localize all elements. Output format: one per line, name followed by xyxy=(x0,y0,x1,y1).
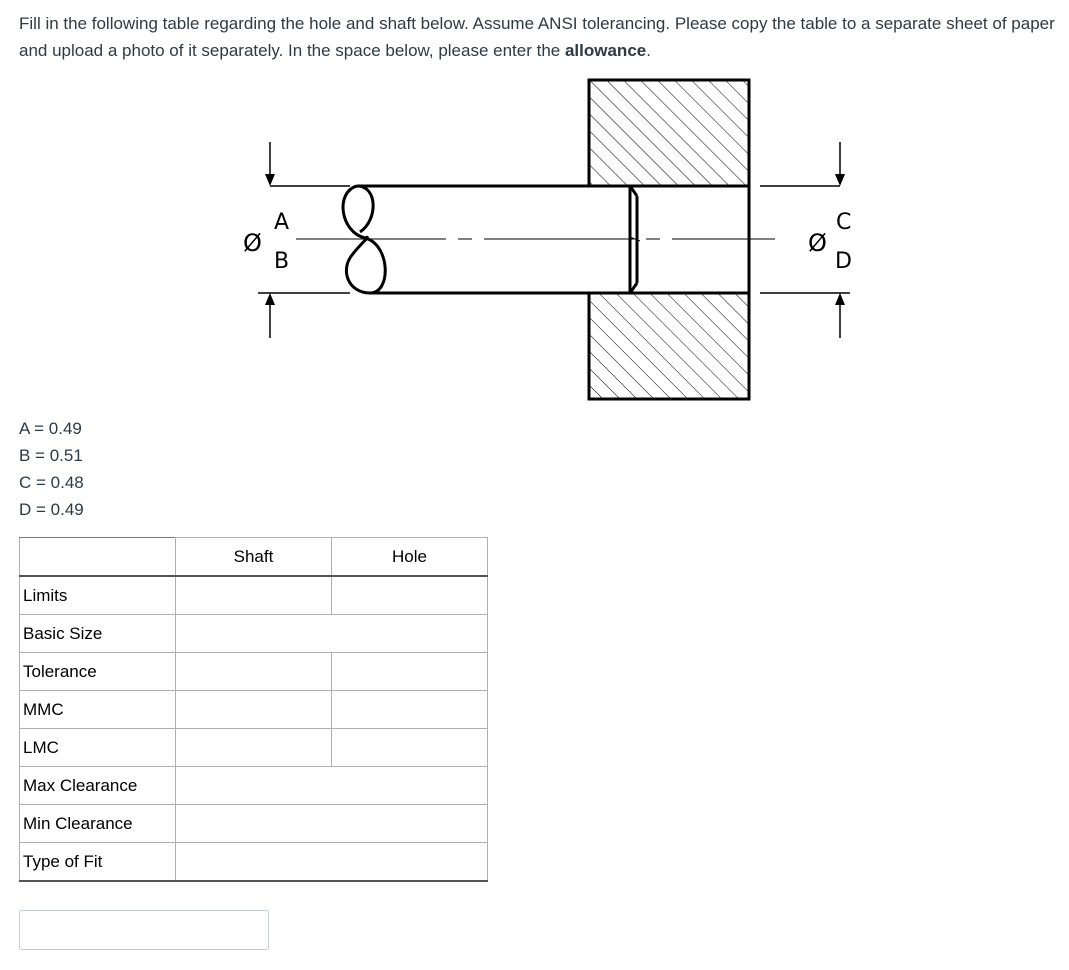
hole-block-top xyxy=(587,78,751,188)
hole-shaft-diagram: Ø A B Ø C D xyxy=(243,78,852,401)
allowance-answer-input[interactable] xyxy=(19,910,269,950)
table-row-basic-size: Basic Size xyxy=(19,614,488,653)
table-header-row: Shaft Hole xyxy=(19,537,488,577)
cell-lmc-shaft xyxy=(175,728,332,767)
variable-b: B = 0.51 xyxy=(19,446,83,465)
hole-diameter-symbol: Ø xyxy=(808,229,827,257)
hole-label-bottom: D xyxy=(835,249,852,274)
cell-type-of-fit xyxy=(175,842,488,882)
header-cell-shaft: Shaft xyxy=(175,537,332,577)
row-label-type-of-fit: Type of Fit xyxy=(19,842,176,882)
question-end: . xyxy=(646,41,651,60)
header-cell-hole: Hole xyxy=(331,537,488,577)
cell-min-clearance xyxy=(175,804,488,843)
table-row-max-clearance: Max Clearance xyxy=(19,766,488,805)
variable-list: A = 0.49 B = 0.51 C = 0.48 D = 0.49 xyxy=(19,415,84,523)
cell-limits-shaft xyxy=(175,575,332,615)
variable-d: D = 0.49 xyxy=(19,500,84,519)
cell-basic-size xyxy=(175,614,488,653)
hole-label-top: C xyxy=(836,210,851,235)
question-body: Fill in the following table regarding th… xyxy=(19,14,1055,60)
table-row-mmc: MMC xyxy=(19,690,488,729)
table-row-lmc: LMC xyxy=(19,728,488,767)
shaft-label-bottom: B xyxy=(274,249,289,274)
cell-lmc-hole xyxy=(331,728,488,767)
row-label-lmc: LMC xyxy=(19,728,176,767)
table-row-limits: Limits xyxy=(19,575,488,615)
row-label-limits: Limits xyxy=(19,575,176,615)
cell-limits-hole xyxy=(331,575,488,615)
row-label-min-clearance: Min Clearance xyxy=(19,804,176,843)
question-text: Fill in the following table regarding th… xyxy=(19,10,1059,64)
shaft-diameter-symbol: Ø xyxy=(243,229,262,257)
row-label-mmc: MMC xyxy=(19,690,176,729)
fit-table: Shaft Hole Limits Basic Size Tolerance M… xyxy=(19,537,488,882)
table-row-type-of-fit: Type of Fit xyxy=(19,842,488,882)
table-row-min-clearance: Min Clearance xyxy=(19,804,488,843)
cell-tolerance-hole xyxy=(331,652,488,691)
cell-mmc-hole xyxy=(331,690,488,729)
shaft-break xyxy=(341,184,387,295)
hole-block-bottom xyxy=(587,291,751,401)
row-label-max-clearance: Max Clearance xyxy=(19,766,176,805)
variable-a: A = 0.49 xyxy=(19,419,82,438)
header-cell-blank xyxy=(19,537,176,577)
table-row-tolerance: Tolerance xyxy=(19,652,488,691)
shaft-label-top: A xyxy=(274,210,289,235)
row-label-basic-size: Basic Size xyxy=(19,614,176,653)
question-emphasis: allowance xyxy=(564,41,647,60)
cell-tolerance-shaft xyxy=(175,652,332,691)
cell-max-clearance xyxy=(175,766,488,805)
cell-mmc-shaft xyxy=(175,690,332,729)
row-label-tolerance: Tolerance xyxy=(19,652,176,691)
variable-c: C = 0.48 xyxy=(19,473,84,492)
